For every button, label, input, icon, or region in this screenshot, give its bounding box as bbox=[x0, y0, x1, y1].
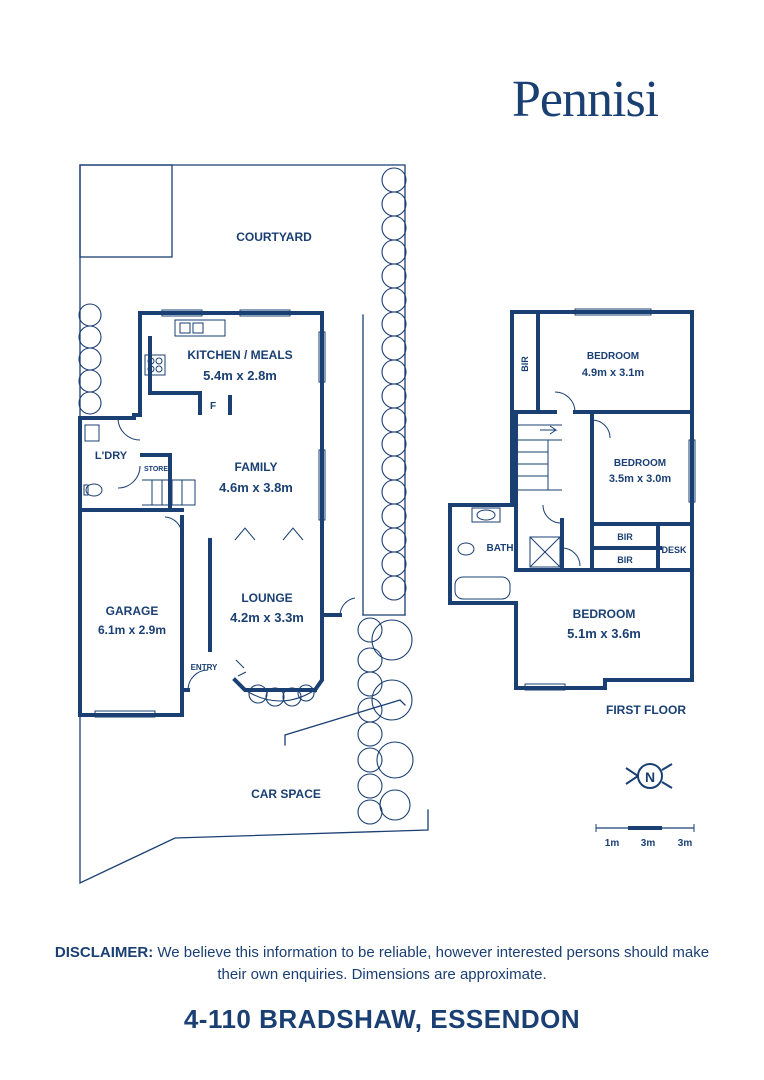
hedge-left bbox=[78, 303, 102, 415]
room-bed3-name: BEDROOM bbox=[573, 607, 636, 621]
room-bed2-size: 3.5m x 3.0m bbox=[609, 473, 672, 485]
room-bed1-name: BEDROOM bbox=[587, 351, 639, 362]
room-kitchen-size: 5.4m x 2.8m bbox=[203, 368, 277, 383]
courtyard-shed bbox=[79, 164, 173, 258]
north-compass bbox=[625, 763, 673, 789]
kitchen-fixtures bbox=[83, 319, 356, 691]
bay-window bbox=[244, 684, 316, 707]
disclaimer-lead: DISCLAIMER: bbox=[54, 944, 154, 961]
room-kitchen-name: KITCHEN / MEALS bbox=[187, 348, 292, 362]
hedge-carspace bbox=[357, 617, 414, 825]
room-car-space: CAR SPACE bbox=[251, 787, 321, 801]
room-bir-top: BIR bbox=[520, 356, 530, 372]
disclaimer-text: We believe this information to be reliab… bbox=[153, 944, 710, 983]
room-entry: ENTRY bbox=[191, 663, 218, 672]
first-floor-title: FIRST FLOOR bbox=[606, 703, 686, 717]
room-courtyard: COURTYARD bbox=[236, 230, 312, 244]
scale-bar bbox=[595, 824, 695, 832]
room-bed2-name: BEDROOM bbox=[614, 458, 666, 469]
room-bath: BATH bbox=[486, 543, 513, 554]
ground-windows bbox=[94, 309, 326, 718]
room-store: STORE bbox=[144, 466, 168, 473]
disclaimer: DISCLAIMER: We believe this information … bbox=[40, 942, 724, 986]
property-address: 4-110 BRADSHAW, ESSENDON bbox=[183, 1004, 581, 1034]
room-bed3-size: 5.1m x 3.6m bbox=[567, 626, 641, 641]
room-garage-name: GARAGE bbox=[106, 604, 159, 618]
brand-logo: Pennisi bbox=[512, 71, 659, 128]
room-family-name: FAMILY bbox=[235, 460, 278, 474]
room-garage-size: 6.1m x 2.9m bbox=[98, 623, 166, 637]
scale-label-3: 3m bbox=[678, 838, 693, 849]
room-laundry: L'DRY bbox=[95, 450, 128, 462]
hedge-right bbox=[381, 167, 407, 601]
compass-letter: N bbox=[645, 769, 655, 785]
room-lounge-size: 4.2m x 3.3m bbox=[230, 610, 304, 625]
room-bir-b: BIR bbox=[617, 555, 633, 565]
room-desk: DESK bbox=[661, 545, 687, 555]
scale-label-1: 1m bbox=[605, 838, 620, 849]
room-family-size: 4.6m x 3.8m bbox=[219, 480, 293, 495]
room-bir-a: BIR bbox=[617, 532, 633, 542]
room-lounge-name: LOUNGE bbox=[241, 591, 292, 605]
fridge-label: F bbox=[210, 401, 216, 412]
room-bed1-size: 4.9m x 3.1m bbox=[582, 367, 645, 379]
scale-label-2: 3m bbox=[641, 838, 656, 849]
first-floor-fixtures bbox=[454, 308, 696, 691]
